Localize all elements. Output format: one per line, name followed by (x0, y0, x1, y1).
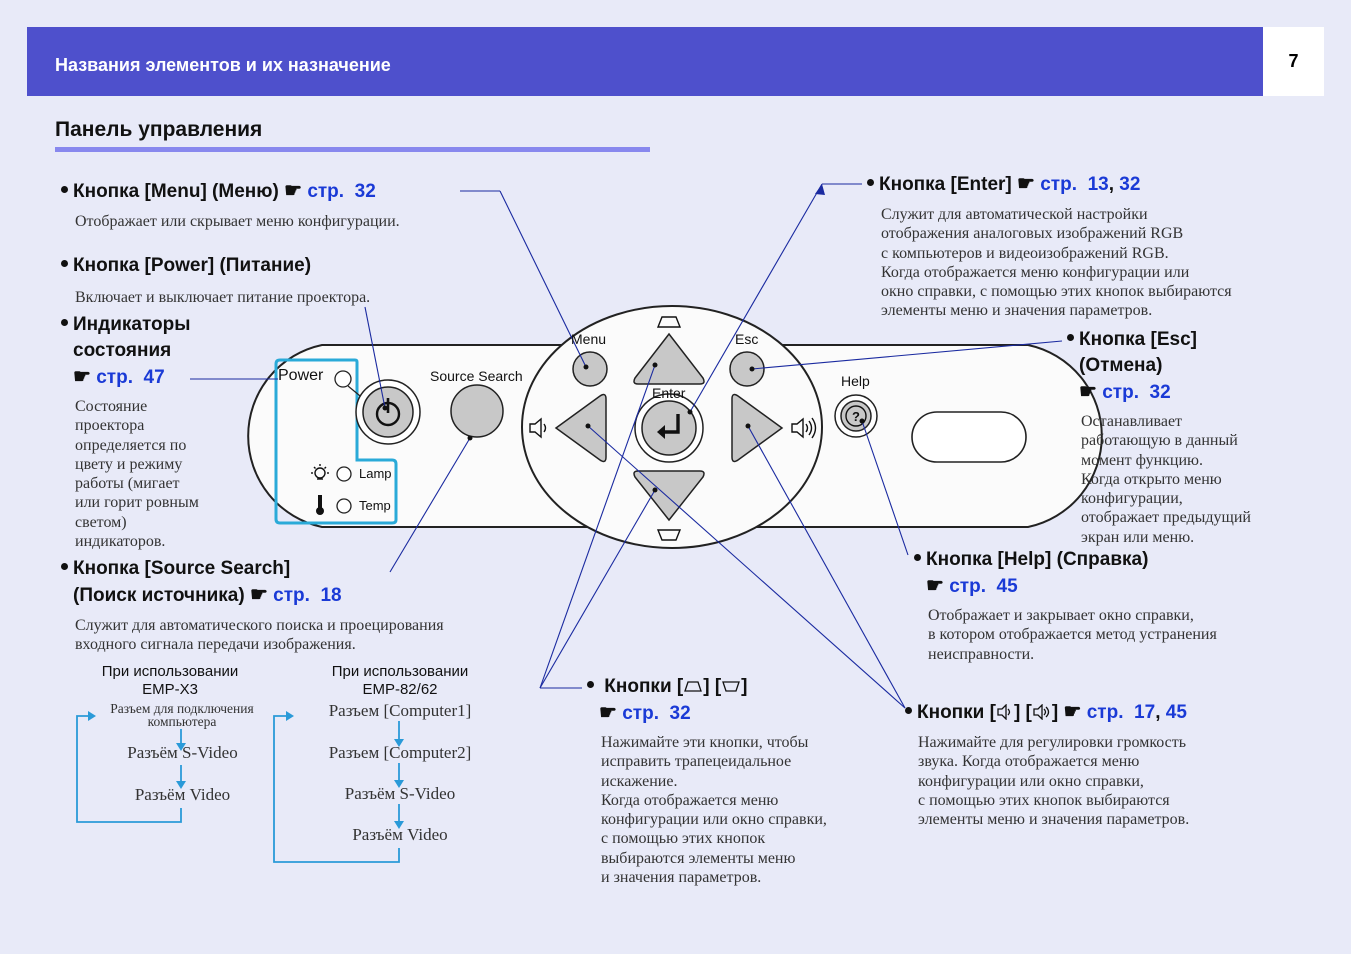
enter-page-link[interactable]: стр. 13 (1040, 174, 1109, 195)
page-number: 7 (1288, 51, 1299, 71)
lamp-led-icon (336, 466, 352, 482)
thermometer-icon (318, 495, 322, 509)
indicator-highlight (274, 358, 398, 525)
lamp-icon (314, 467, 326, 479)
power-led-icon (334, 370, 352, 388)
menu-desc: Отображает или скрывает меню конфигураци… (75, 213, 400, 230)
help-heading: Кнопка [Help] (Справка) ☛ стр. 45 (914, 547, 1148, 600)
esc-heading: Кнопка [Esc] (Отмена) ☛ стр. 32 (1067, 327, 1197, 406)
pointing-hand-icon: ☛ (249, 584, 268, 606)
flow-x82-step-3: Разъём S-Video (344, 784, 456, 803)
pointing-hand-icon: ☛ (1079, 381, 1097, 403)
power-desc: Включает и выключает питание проектора. (75, 289, 371, 306)
temp-led-icon (336, 498, 352, 514)
pointing-hand-icon: ☛ (926, 575, 944, 597)
flow-x3-step-1: Разъем для подключения компьютера (110, 701, 254, 729)
flow-x82-step-4: Разъём Video (352, 825, 448, 844)
panel-label-menu: Menu (571, 331, 607, 347)
esc-page-link[interactable]: стр. 32 (1102, 382, 1171, 403)
keystone-page-link[interactable]: стр. 32 (622, 703, 691, 724)
menu-heading: Кнопка [Menu] (Меню) ☛ стр. 32 (61, 178, 376, 205)
source-search-button (450, 384, 504, 438)
panel-label-source-search: Source Search (430, 368, 523, 384)
help-page-link[interactable]: стр. 45 (949, 576, 1018, 597)
volume-down-button (554, 393, 607, 463)
keystone-top-icon (684, 681, 703, 692)
keystone-down-button (633, 470, 705, 522)
pointing-hand-icon: ☛ (599, 702, 617, 724)
pointing-hand-icon: ☛ (1017, 173, 1035, 195)
speaker-low-icon (997, 703, 1011, 721)
flow-x82-step-1: Разъем [Computer1] (328, 701, 472, 720)
flow-x3-step-3: Разъём Video (134, 785, 231, 804)
bullet-icon (914, 554, 921, 562)
enter-page-link-2[interactable]: 32 (1119, 174, 1141, 195)
bullet-icon (905, 707, 912, 715)
source-search-desc: Служит для автоматического поиска и прое… (75, 617, 444, 654)
speaker-high-icon (1033, 703, 1050, 721)
indicators-page-link[interactable]: стр. 47 (96, 367, 165, 388)
bullet-icon (61, 563, 68, 571)
page-number-box: 7 (1263, 27, 1324, 96)
enter-heading: Кнопка [Enter] ☛ стр. 13, 32 (867, 171, 1140, 198)
bullet-icon (61, 260, 68, 268)
bullet-icon (61, 319, 68, 327)
bullet-icon (61, 186, 68, 194)
keystone-bottom-icon (722, 681, 741, 692)
enter-button (641, 400, 697, 456)
menu-button (572, 351, 608, 387)
panel-label-lamp: Lamp (359, 466, 392, 481)
pointing-hand-icon: ☛ (73, 366, 91, 388)
page-header: Названия элементов и их назначение (27, 27, 1263, 96)
flow-x3-step-2: Разъём S-Video (127, 743, 238, 762)
volume-page-link-2[interactable]: 45 (1165, 702, 1187, 723)
panel-label-temp: Temp (359, 498, 391, 513)
indicators-heading: Индикаторы состояния ☛ стр. 47 (61, 312, 190, 391)
svg-text:?: ? (852, 409, 860, 424)
pointing-hand-icon: ☛ (1063, 701, 1082, 723)
flow-x82-step-2: Разъем [Computer2] (328, 743, 472, 762)
volume-page-link[interactable]: стр. 17 (1086, 702, 1156, 723)
volume-heading: Кнопки [] [] ☛ стр. 17, 45 (905, 699, 1187, 726)
panel-label-help: Help (841, 373, 870, 389)
esc-button (729, 351, 765, 387)
panel-label-esc: Esc (735, 331, 759, 347)
section-rule (55, 147, 650, 152)
panel-label-power: Power (278, 367, 324, 384)
section-title: Панель управления (55, 118, 263, 141)
panel-window (911, 411, 1027, 463)
pointing-hand-icon: ☛ (284, 180, 303, 202)
bullet-icon (867, 179, 874, 187)
enter-arrow-icon (657, 425, 665, 439)
keystone-top-icon (656, 316, 682, 328)
power-heading: Кнопка [Power] (Питание) (61, 253, 311, 279)
source-search-page-link[interactable]: стр. 18 (273, 585, 342, 606)
panel-label-enter: Enter (652, 385, 686, 401)
keystone-heading: Кнопки [] [] ☛ стр. 32 (587, 674, 748, 727)
header-title: Названия элементов и их назначение (55, 55, 391, 75)
source-search-heading: Кнопка [Source Search] (Поиск источника)… (61, 556, 342, 609)
menu-page-link[interactable]: стр. 32 (307, 181, 376, 202)
speaker-low-icon (529, 417, 547, 439)
keystone-bottom-icon (656, 529, 682, 541)
help-desc: Отображает и закрывает окно справки,в ко… (928, 607, 1217, 663)
volume-up-button (731, 393, 784, 463)
keystone-up-button (633, 332, 705, 385)
bullet-icon (587, 681, 594, 689)
speaker-high-icon (791, 417, 817, 439)
bullet-icon (1067, 334, 1074, 342)
